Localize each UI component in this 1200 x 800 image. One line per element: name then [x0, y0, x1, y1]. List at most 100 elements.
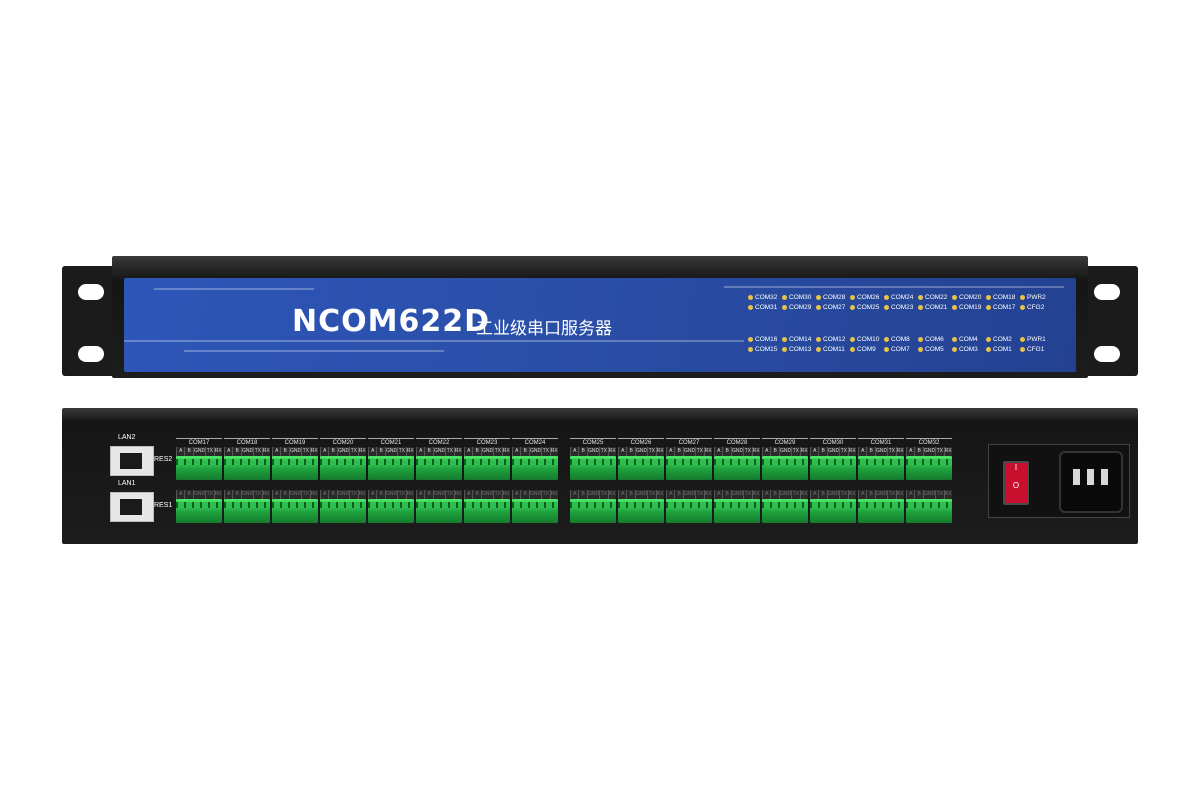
pin-label: RX	[847, 490, 856, 499]
terminal-block[interactable]	[320, 456, 366, 480]
led-label: COM21	[925, 304, 948, 311]
led-indicator	[884, 305, 889, 310]
terminal-block[interactable]	[512, 499, 558, 523]
pin-label: A	[272, 447, 281, 456]
status-led: COM20	[952, 294, 986, 301]
pin-label: B	[520, 490, 529, 499]
pin-label: TX	[445, 447, 454, 456]
terminal-block[interactable]	[858, 499, 904, 523]
terminal-block[interactable]	[810, 456, 856, 480]
terminal-block[interactable]	[810, 499, 856, 523]
terminal-block[interactable]	[272, 456, 318, 480]
terminal-block[interactable]	[906, 499, 952, 523]
pin-label: GND	[874, 447, 888, 456]
terminal-block[interactable]	[464, 456, 510, 480]
led-indicator	[1020, 337, 1025, 342]
terminal-block[interactable]	[714, 456, 760, 480]
lan2-label: LAN2	[118, 434, 136, 441]
status-led: COM5	[918, 346, 952, 353]
pin-label: A	[512, 447, 521, 456]
pin-label: A	[224, 490, 233, 499]
led-label: COM8	[891, 336, 910, 343]
pin-label: B	[578, 447, 587, 456]
power-switch[interactable]: I O	[1003, 461, 1029, 505]
terminal-block[interactable]	[464, 499, 510, 523]
pin-label: GND	[288, 490, 302, 499]
status-led: COM6	[918, 336, 952, 343]
terminal-block[interactable]	[618, 499, 664, 523]
terminal-block[interactable]	[512, 456, 558, 480]
terminal-block[interactable]	[224, 456, 270, 480]
pin-label: RX	[453, 447, 462, 456]
terminal-block[interactable]	[416, 499, 462, 523]
terminal-block[interactable]	[368, 499, 414, 523]
led-indicator	[986, 347, 991, 352]
rack-ear-right	[1078, 266, 1138, 376]
terminal-block[interactable]	[714, 499, 760, 523]
pin-label: TX	[887, 490, 896, 499]
pin-label: A	[762, 447, 771, 456]
led-label: COM28	[823, 294, 846, 301]
pin-label: TX	[541, 447, 550, 456]
terminal-block[interactable]	[762, 456, 808, 480]
terminal-block[interactable]	[906, 456, 952, 480]
terminal-block[interactable]	[272, 499, 318, 523]
terminal-block[interactable]	[666, 499, 712, 523]
pin-label: GND	[778, 490, 792, 499]
pin-label: B	[818, 490, 827, 499]
terminal-block[interactable]	[368, 456, 414, 480]
led-label: COM18	[993, 294, 1016, 301]
pin-label: B	[376, 490, 385, 499]
led-label: COM16	[755, 336, 778, 343]
pin-label: GND	[730, 490, 744, 499]
status-led: COM26	[850, 294, 884, 301]
pin-label: A	[762, 490, 771, 499]
terminal-block[interactable]	[416, 456, 462, 480]
terminal-block[interactable]	[320, 499, 366, 523]
pin-label: TX	[253, 490, 262, 499]
status-led: COM4	[952, 336, 986, 343]
led-indicator	[918, 347, 923, 352]
terminal-block[interactable]	[618, 456, 664, 480]
terminal-block[interactable]	[666, 456, 712, 480]
terminal-block[interactable]	[176, 499, 222, 523]
pin-label: RX	[751, 490, 760, 499]
pin-label: TX	[887, 447, 896, 456]
terminal-block[interactable]	[858, 456, 904, 480]
com-label: COM22	[416, 438, 462, 447]
pin-label: RX	[607, 447, 616, 456]
pin-label: B	[578, 490, 587, 499]
terminal-block[interactable]	[176, 456, 222, 480]
lan1-port[interactable]	[110, 492, 154, 522]
terminal-block[interactable]	[224, 499, 270, 523]
terminal-block[interactable]	[762, 499, 808, 523]
led-label: PWR1	[1027, 336, 1046, 343]
lan2-port[interactable]	[110, 446, 154, 476]
led-label: COM13	[789, 346, 812, 353]
status-led: COM22	[918, 294, 952, 301]
pin-label: GND	[288, 447, 302, 456]
terminal-block[interactable]	[570, 456, 616, 480]
pin-label: TX	[839, 447, 848, 456]
status-led: COM29	[782, 304, 816, 311]
pin-label: RX	[213, 490, 222, 499]
pin-label: B	[914, 490, 923, 499]
com-label: COM27	[666, 438, 712, 447]
com-label: COM32	[906, 438, 952, 447]
terminal-block[interactable]	[570, 499, 616, 523]
pin-label: TX	[205, 447, 214, 456]
ac-power-inlet[interactable]	[1059, 451, 1123, 513]
